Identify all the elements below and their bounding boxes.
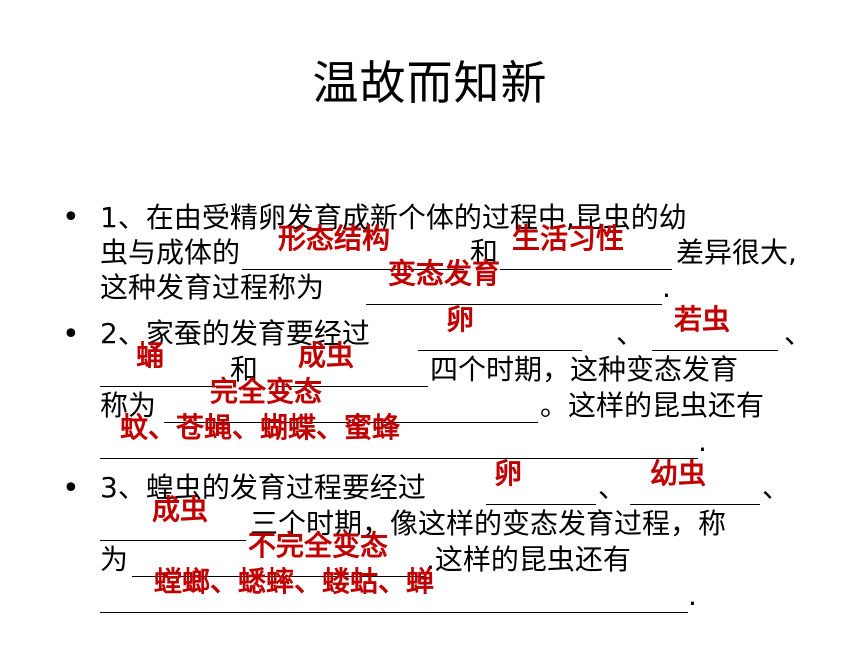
q2-blank-6: 蚊、苍蝇、蝴蝶、蜜蜂 [100,411,698,459]
q3-text-1c: 、 [762,471,791,504]
q1-text-2a: 虫与成体的 [100,236,241,269]
q2-text-2b: 四个时期，这种变态发育 [430,353,739,386]
q3-answer-5: 螳螂、蟋蟀、蝼蛄、蝉 [154,565,435,598]
q1-text-2c: 差异很大, [676,236,797,269]
q1-text-3a: 这种发育过程称为 [100,271,325,304]
q2-blank-5: 完全变态 [164,375,538,423]
q3-line-1: 3、蝗虫的发育过程要经过 卵 、 幼虫 、 [100,457,840,506]
q3-text-1a: 3、蝗虫的发育过程要经过 [100,471,426,504]
q2-blank-1: 卵 [418,303,582,351]
q1-text-3b: . [662,271,671,304]
q1-blank-2: 生活习性 [500,222,672,270]
q2-blank-2: 若虫 [652,303,778,351]
q2-text-3b: 。这样的昆虫还有 [540,389,765,422]
q2-text-2a: 和 [230,353,259,386]
q3-text-3a: 为 [100,543,129,576]
q1-answer-3: 变态发育 [388,257,501,290]
q1-line-2: 虫与成体的 形态结构 和 生活习性 差异很大, [100,222,840,271]
slide-title: 温故而知新 [312,56,548,110]
q2-text-1c: 、 [784,317,813,350]
q2-text-4: . [698,425,707,458]
q3-blank-3: 成虫 [100,493,246,541]
q3-answer-4: 不完全变态 [248,529,389,562]
q2-line-1: 2、家蚕的发育要经过 卵 、 若虫 、 [100,303,840,352]
q3-answer-2: 幼虫 [650,457,707,490]
q2-text-3a: 称为 [100,389,157,422]
q3-blank-1: 卵 [486,457,596,505]
q2-answer-3: 蛹 [136,339,165,372]
q1-answer-2: 生活习性 [512,222,625,255]
q1-line-1: 1、在由受精卵发育成新个体的过程中,昆虫的幼 [100,200,840,236]
q2-text-1b: 、 [616,317,645,350]
q1-blank-1: 形态结构 [242,222,464,270]
bullet-q1: • [62,200,80,235]
q1-text-1: 1、在由受精卵发育成新个体的过程中,昆虫的幼 [100,201,687,234]
q2-line-4: 蚊、苍蝇、蝴蝶、蜜蜂 . [100,411,840,460]
q2-text-1a: 2、家蚕的发育要经过 [100,317,370,350]
bullet-q3: • [62,471,80,506]
q2-answer-1: 卵 [446,303,475,336]
q3-text-1b: 、 [598,471,627,504]
bullet-q2: • [62,317,80,352]
q3-text-2: 三个时期，像这样的变态发育过程，称 [250,507,727,540]
q1-text-2b: 和 [470,236,499,269]
q3-blank-4: 不完全变态 [132,529,426,577]
q2-answer-5: 完全变态 [210,375,323,408]
q3-text-3b: .这样的昆虫还有 [426,543,631,576]
q3-text-4: . [688,579,697,612]
q2-line-2: 蛹 和 成虫 四个时期，这种变态发育 [100,339,840,388]
q2-answer-2: 若虫 [674,303,731,336]
q2-answer-4: 成虫 [298,339,355,372]
q3-line-2: 成虫 三个时期，像这样的变态发育过程，称 [100,493,840,542]
q3-blank-2: 幼虫 [630,457,760,505]
q3-blank-5: 螳螂、蟋蟀、蝼蛄、蝉 [100,565,688,613]
q3-line-4: 螳螂、蟋蟀、蝼蛄、蝉 . [100,565,840,614]
q1-line-3: 这种发育过程称为 变态发育 . [100,257,840,306]
q2-blank-4: 成虫 [276,339,428,387]
q2-line-3: 称为 完全变态 。这样的昆虫还有 [100,375,840,424]
q3-line-3: 为 不完全变态 .这样的昆虫还有 [100,529,840,578]
q3-answer-1: 卵 [494,457,523,490]
q2-blank-3: 蛹 [100,339,218,387]
q1-answer-1: 形态结构 [278,222,391,255]
q2-answer-6: 蚊、苍蝇、蝴蝶、蜜蜂 [120,411,401,444]
q3-answer-3: 成虫 [152,493,209,526]
q1-blank-3: 变态发育 [366,257,662,305]
